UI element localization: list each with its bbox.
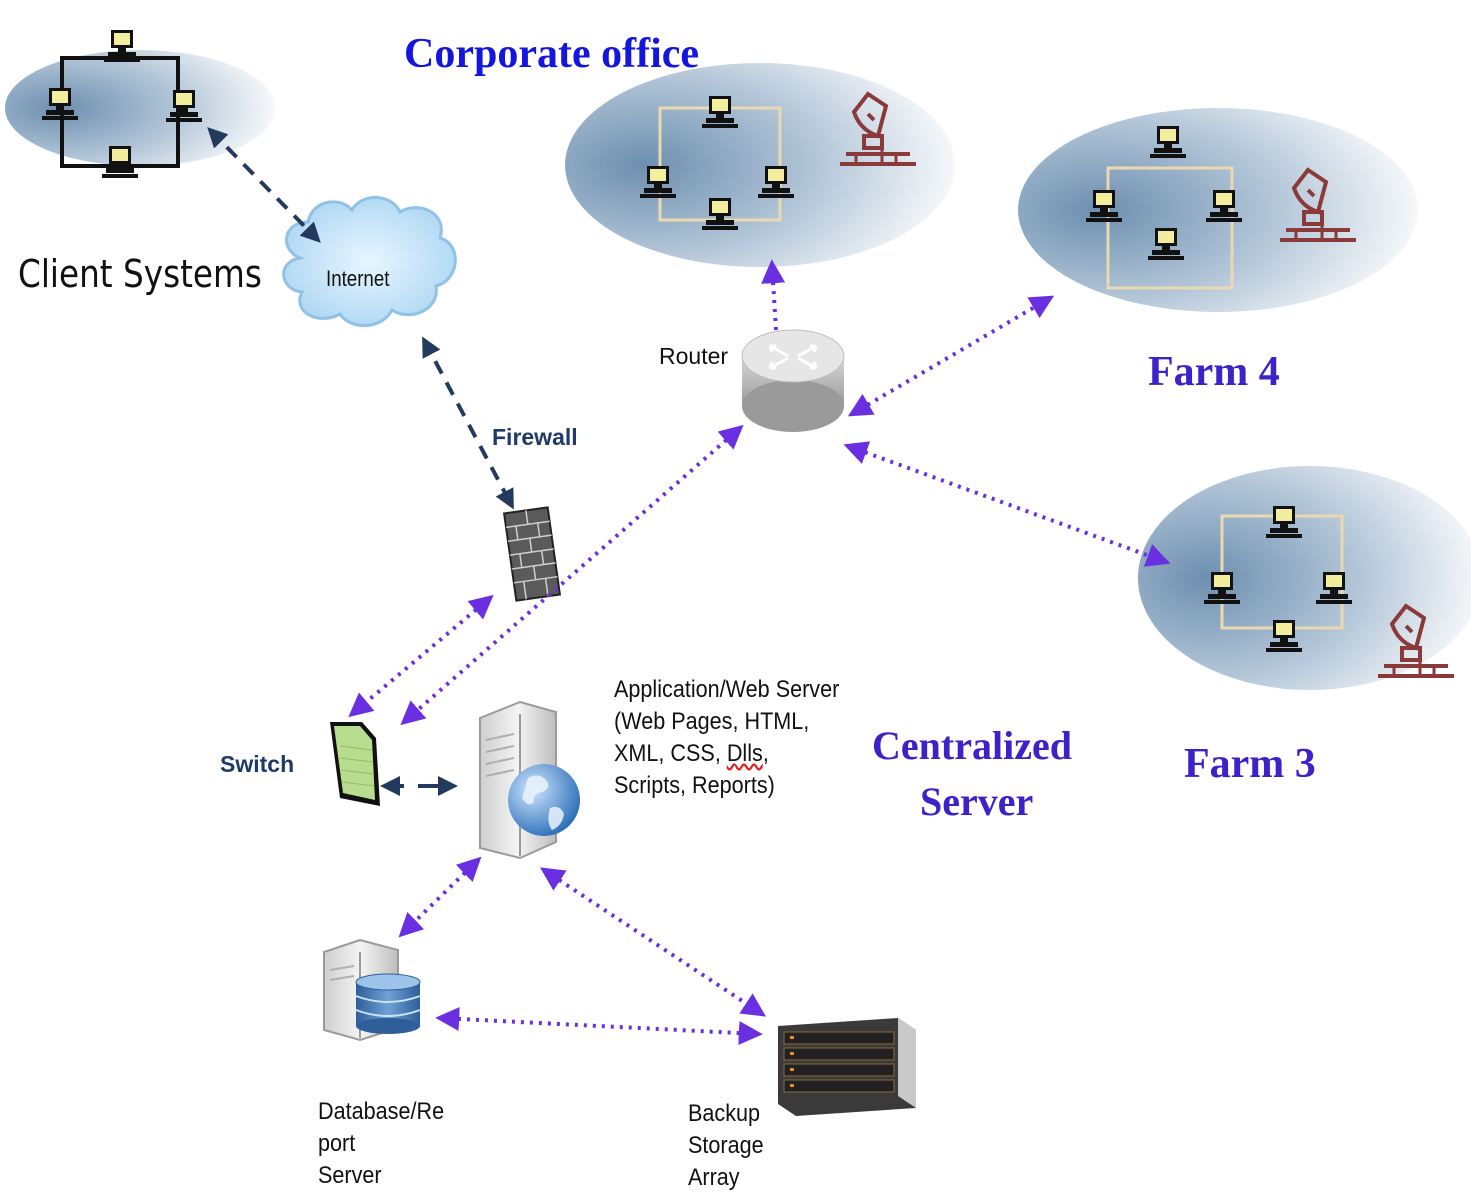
app-server-label-dlls: Dlls [726, 740, 763, 767]
app-server-label-line3: XML, CSS, Dlls, [614, 740, 769, 768]
corporate-office-network-icon [565, 63, 955, 267]
internet-label: Internet [326, 266, 390, 291]
app-server-label-line3-a: XML, CSS, [614, 740, 727, 767]
switch-label: Switch [220, 751, 295, 777]
database-server-label: Database/Re port Server [318, 1098, 445, 1189]
centralized-server-label-line2: Server [920, 779, 1034, 824]
router-label: Router [659, 343, 729, 369]
app-server-label-line2: (Web Pages, HTML, [614, 708, 810, 735]
farm4-label: Farm 4 [1148, 349, 1280, 395]
app-server-label-line3-c: , [762, 740, 769, 767]
database-server-icon [323, 938, 421, 1042]
firewall-icon [502, 506, 562, 602]
firewall-label: Firewall [492, 424, 578, 450]
web-server-icon [479, 700, 580, 860]
app-server-label-line1: Application/Web Server [614, 676, 840, 703]
switch-icon [330, 722, 380, 806]
router-icon [741, 329, 845, 432]
storage-array-icon [778, 1018, 916, 1116]
farm3-network-icon [1138, 466, 1471, 690]
app-server-label-line4: Scripts, Reports) [614, 772, 775, 799]
centralized-server-label-line1: Centralized [872, 723, 1072, 768]
client-systems-label: Client Systems [18, 252, 262, 296]
dotted-links [348, 259, 1171, 1046]
farm3-label: Farm 3 [1184, 741, 1316, 787]
farm4-network-icon [1018, 108, 1418, 312]
backup-storage-label: Backup Storage Array [688, 1100, 764, 1191]
cloud-icon [282, 196, 457, 327]
corporate-office-label: Corporate office [404, 31, 700, 77]
